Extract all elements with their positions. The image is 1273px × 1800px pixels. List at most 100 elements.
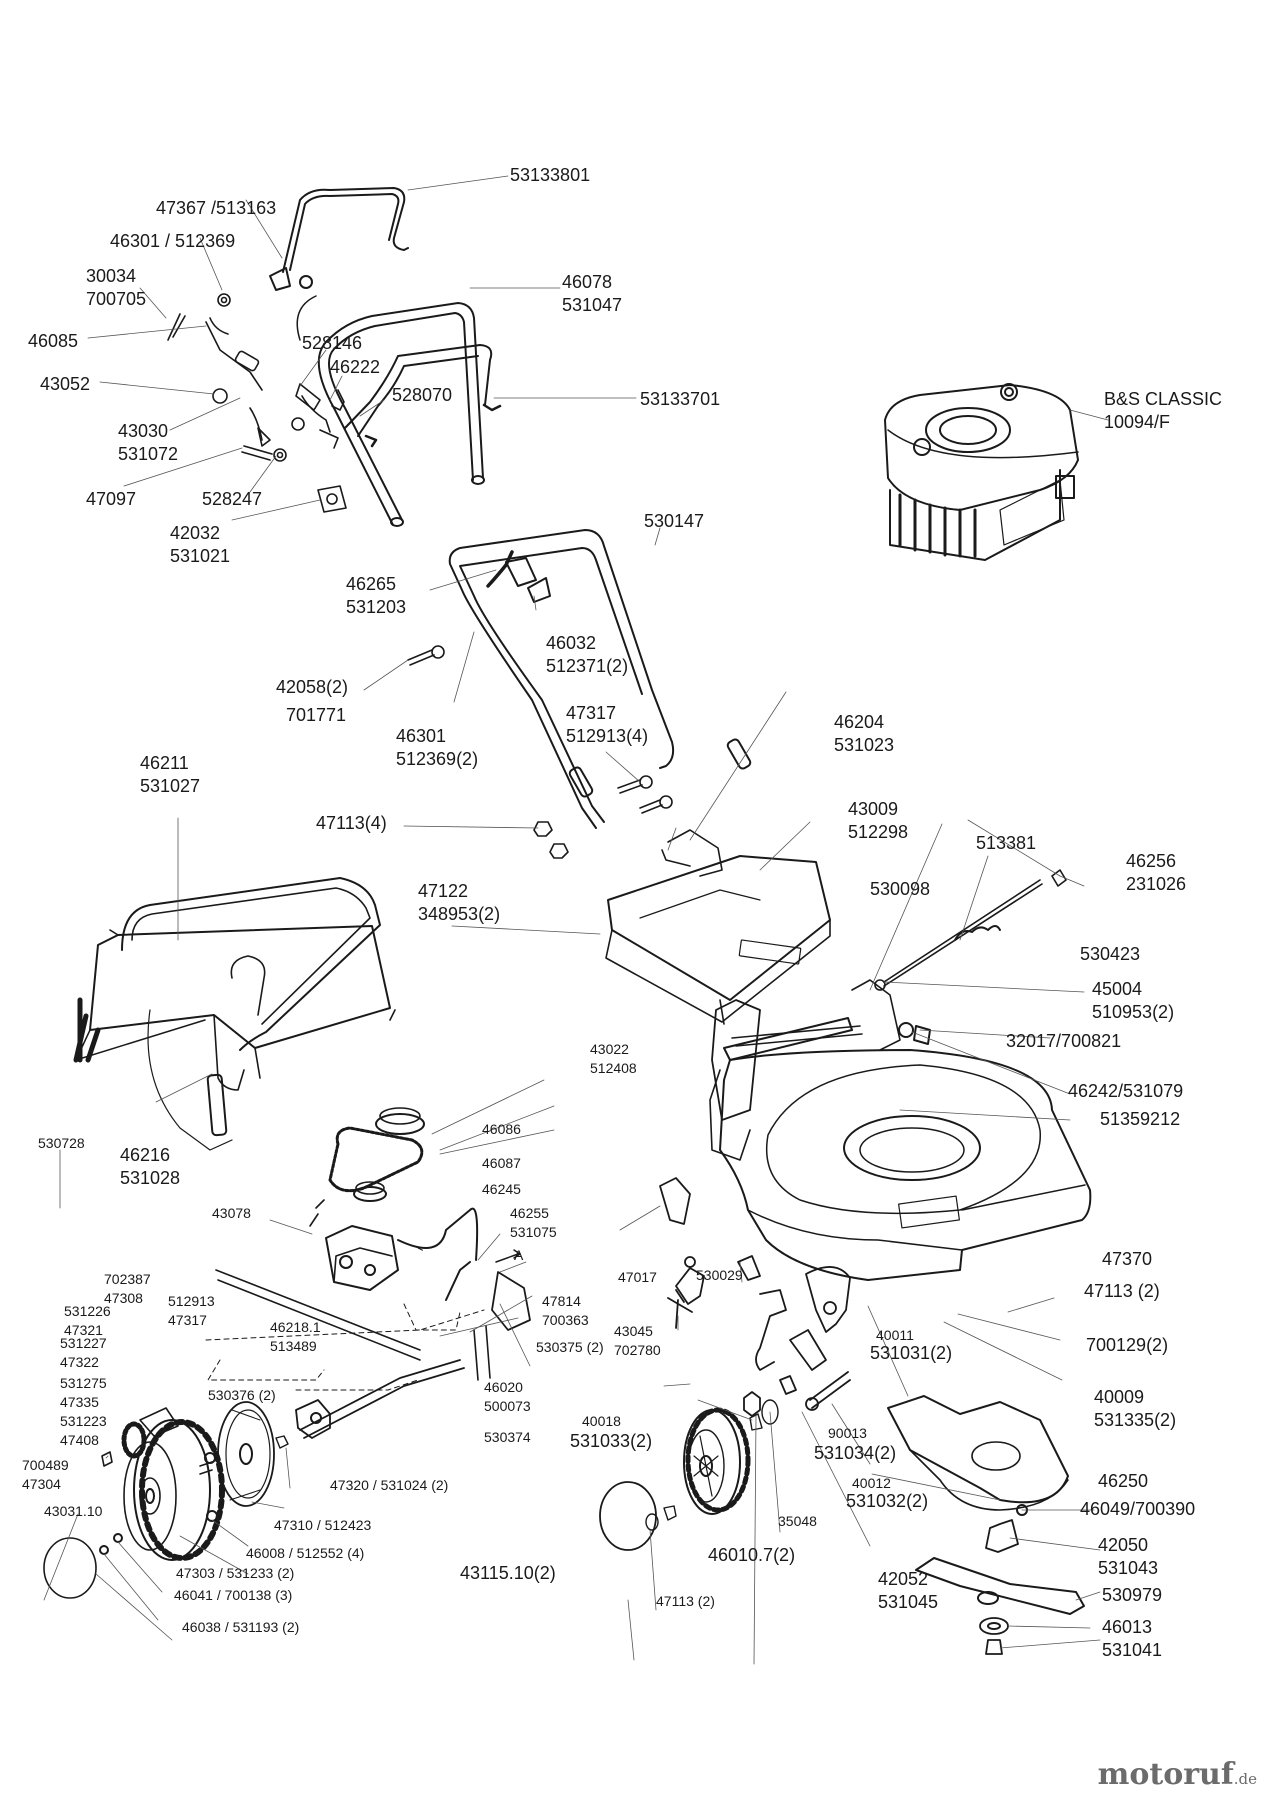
cable-clip-cluster	[167, 293, 347, 513]
label-32017: 32017/700821	[1006, 1031, 1122, 1051]
label-47303: 47303 / 531233 (2)	[176, 1565, 295, 1581]
gearbox	[215, 1199, 531, 1381]
label-frame-530728: 530728	[38, 1135, 85, 1151]
label-handle-top: 53133801	[510, 165, 591, 185]
mower-deck	[709, 979, 1092, 1281]
label-bail: 53133701	[640, 389, 721, 409]
label-35048: 35048	[778, 1513, 817, 1529]
label-531034: 531034(2)	[814, 1443, 897, 1463]
label-spring: 530423	[1080, 944, 1141, 964]
label-46010: 46010.7(2)	[708, 1545, 796, 1565]
label-528146: 528146	[302, 333, 363, 353]
front-wheel	[599, 1399, 779, 1551]
rear-axle	[295, 1359, 465, 1439]
grass-catcher	[73, 877, 396, 1151]
label-47113-front: 47113 (2)	[656, 1593, 715, 1609]
rear-wheel-left	[43, 1401, 289, 1599]
label-46085: 46085	[28, 331, 79, 351]
label-bolt-42058: 42058(2)	[276, 677, 349, 697]
label-46008: 46008 / 512552 (4)	[246, 1545, 365, 1561]
label-46041: 46041 / 700138 (3)	[174, 1587, 293, 1603]
bail-bar	[344, 344, 502, 448]
label-lower-handle: 530147	[644, 511, 705, 531]
label-43078: 43078	[212, 1205, 251, 1221]
height-adjusters	[667, 1255, 851, 1417]
label-43031: 43031.10	[44, 1503, 103, 1519]
label-nut-47113: 47113(4)	[316, 813, 387, 833]
label-46250: 46250	[1098, 1471, 1149, 1491]
deck-bracket	[659, 1177, 691, 1225]
top-handle-bar	[269, 187, 409, 291]
label-marker-a: A	[514, 1247, 524, 1263]
rear-flap	[605, 829, 831, 1025]
label-belt: 46087	[482, 1155, 521, 1171]
lower-handle-hardware	[407, 645, 673, 859]
label-47370: 47370	[1102, 1249, 1153, 1269]
label-530375: 530375 (2)	[536, 1339, 604, 1355]
label-531032: 531032(2)	[846, 1491, 929, 1511]
belt-drive	[328, 1107, 425, 1202]
label-47320: 47320 / 531024 (2)	[330, 1477, 449, 1493]
label-528070: 528070	[392, 385, 453, 405]
engine	[884, 383, 1079, 561]
label-700129: 700129(2)	[1086, 1335, 1169, 1355]
upper-handle	[296, 295, 485, 527]
label-43052: 43052	[40, 374, 91, 394]
blade-assembly	[887, 1395, 1085, 1655]
label-47017: 47017	[618, 1269, 657, 1285]
label-90013: 90013	[828, 1425, 867, 1441]
lower-handle	[448, 529, 752, 829]
label-530029: 530029	[696, 1267, 743, 1283]
label-40012: 40012	[852, 1475, 891, 1491]
label-530374: 530374	[484, 1429, 531, 1445]
label-deck: 51359212	[1100, 1109, 1181, 1129]
label-pulley: 46086	[482, 1121, 521, 1137]
label-40011: 40011	[876, 1327, 914, 1343]
label-bolt-701771: 701771	[286, 705, 347, 725]
label-530979: 530979	[1102, 1585, 1163, 1605]
label-46242: 46242/531079	[1068, 1081, 1184, 1101]
label-40018: 40018	[582, 1413, 621, 1429]
label-47310: 47310 / 512423	[274, 1517, 372, 1533]
label-lever-clip: 47367 /513163	[156, 198, 277, 218]
label-cable-clip: 46301 / 512369	[110, 231, 236, 251]
label-531031: 531031(2)	[870, 1343, 953, 1363]
label-47113-deck: 47113 (2)	[1084, 1281, 1160, 1301]
label-gear: 46245	[482, 1181, 521, 1197]
label-46049: 46049/700390	[1080, 1499, 1196, 1519]
label-chute: 530098	[870, 879, 931, 899]
